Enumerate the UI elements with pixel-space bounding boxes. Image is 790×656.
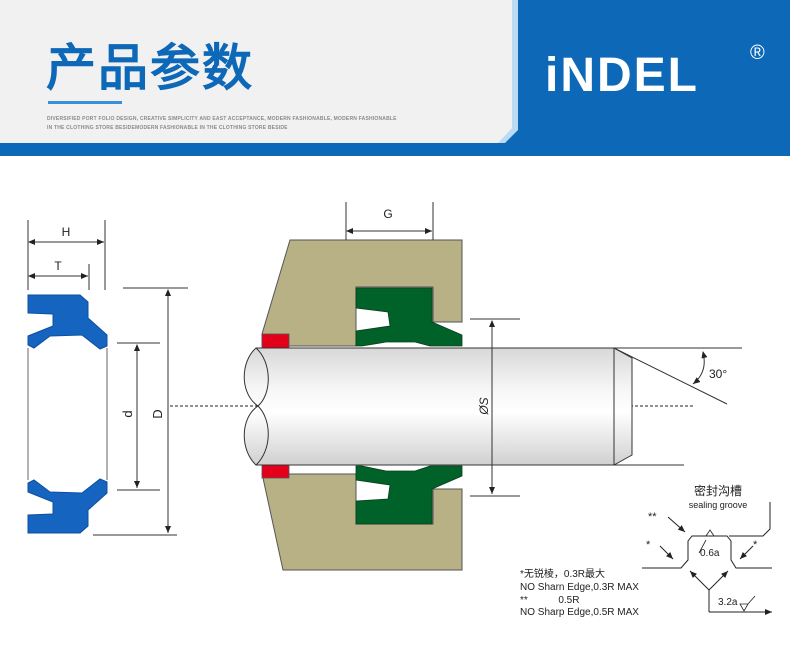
D-label: D xyxy=(150,409,165,418)
wiper-ring-top xyxy=(261,333,290,349)
brand-panel-shape xyxy=(498,0,790,143)
finish-leader-fine xyxy=(698,539,707,554)
angle-arc xyxy=(692,351,708,385)
finish-symbol-fine xyxy=(705,529,715,537)
finish-leader-coarse xyxy=(747,595,756,605)
note-line-1: *无锐棱，0.3R最大 xyxy=(520,569,606,580)
s-label: ØS xyxy=(477,397,491,415)
single-star-right-mark: * xyxy=(753,539,758,551)
brand-logo: iNDEL xyxy=(545,49,699,102)
single-star-left-mark: * xyxy=(646,539,651,551)
header-banner: 产品参数 DIVERSIFIED PORT FOLIO DESIGN, CREA… xyxy=(0,0,790,156)
rod-break-line xyxy=(255,347,269,466)
groove-detail: 密封沟槽 sealing groove ** * * 0.6a 3.2a xyxy=(642,483,772,615)
wiper-ring-bottom xyxy=(261,463,290,479)
double-star-mark: ** xyxy=(648,511,657,523)
seal-profile-top xyxy=(27,294,108,350)
groove-top-right-line xyxy=(729,502,771,537)
groove-title-cn: 密封沟槽 xyxy=(694,483,742,498)
tagline-line-1: DIVERSIFIED PORT FOLIO DESIGN, CREATIVE … xyxy=(47,116,397,122)
g-label: G xyxy=(383,207,392,221)
note-line-4: NO Sharp Edge,0.5R MAX xyxy=(520,607,639,618)
single-star-right-arrow xyxy=(739,545,754,560)
piston-rod xyxy=(243,347,633,466)
chamfer-angle-line xyxy=(613,347,728,405)
header-bottom-bar xyxy=(0,143,790,156)
v-arrow-right xyxy=(708,570,729,591)
seal-profile-bottom xyxy=(27,478,108,534)
angle-label: 30° xyxy=(709,367,727,381)
d-label: d xyxy=(120,410,135,417)
finish-symbol-coarse xyxy=(739,603,749,612)
seal-cross-section: H T d D xyxy=(27,220,694,536)
note-line-3: ** 0.5R xyxy=(520,595,580,606)
housing-bottom xyxy=(261,473,463,571)
finish-coarse-label: 3.2a xyxy=(718,597,738,608)
t-label: T xyxy=(54,259,62,273)
tagline-line-2: IN THE CLOTHING STORE BESIDEMODERN FASHI… xyxy=(47,125,288,131)
double-star-arrow xyxy=(667,516,686,533)
v-arrow-left xyxy=(689,570,710,591)
page-title: 产品参数 xyxy=(46,39,254,97)
note-line-2: NO Sharn Edge,0.3R MAX xyxy=(520,582,639,593)
finish-fine-label: 0.6a xyxy=(700,548,720,559)
title-underline xyxy=(48,101,122,104)
h-label: H xyxy=(62,225,71,239)
single-star-left-arrow xyxy=(659,545,674,560)
installation-drawing: G ØS 30° xyxy=(243,202,742,571)
seal-diagram: H T d D xyxy=(27,202,772,615)
registered-mark: ® xyxy=(750,42,765,64)
groove-title-en: sealing groove xyxy=(689,500,748,510)
installed-seal-bottom xyxy=(355,465,463,525)
tagline: DIVERSIFIED PORT FOLIO DESIGN, CREATIVE … xyxy=(47,115,407,133)
installed-seal-top xyxy=(355,287,463,347)
brand-panel-blue xyxy=(505,0,790,143)
